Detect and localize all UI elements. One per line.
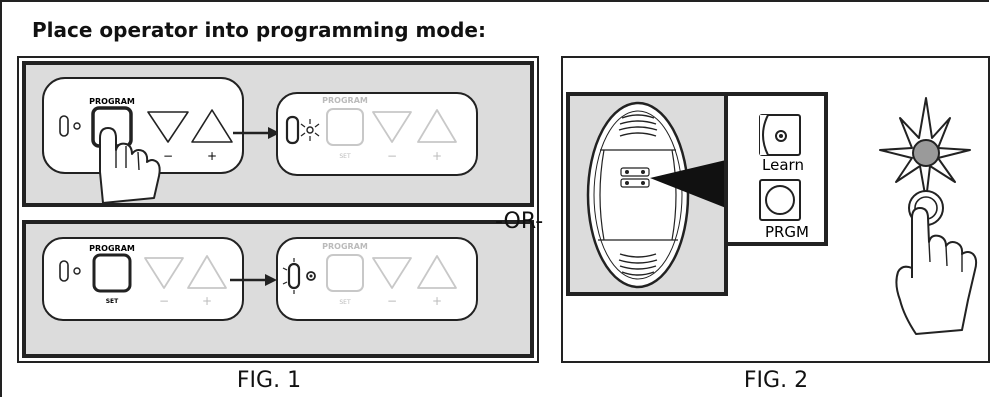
receiver-housing-inner xyxy=(593,110,683,280)
led-dot-icon xyxy=(73,122,81,130)
receiver-housing xyxy=(586,101,690,289)
operator-panel-right xyxy=(276,92,478,176)
fig1-figure: PROGRAM − + PROGRAM SET xyxy=(17,56,539,363)
set-button xyxy=(92,253,132,293)
minus-label-faded: − xyxy=(387,294,397,308)
up-arrow-icon xyxy=(417,255,457,289)
led-window-icon xyxy=(59,260,69,282)
receiver-contour-lines xyxy=(598,149,678,241)
small-button-dot xyxy=(641,181,645,185)
pointing-hand-icon xyxy=(99,127,161,204)
minus-label: − xyxy=(163,149,173,163)
instruction-heading: Place operator into programming mode: xyxy=(32,18,486,42)
up-arrow-icon xyxy=(417,109,457,143)
fig2-figure: Learn PRGM xyxy=(561,56,990,363)
plus-label-faded: + xyxy=(202,294,212,308)
vent-bottom-icon xyxy=(618,253,658,276)
flow-arrow-head xyxy=(268,127,280,139)
set-label: SET xyxy=(106,298,119,305)
down-arrow-icon xyxy=(372,111,412,143)
program-label: PROGRAM xyxy=(89,97,135,106)
learn-label: Learn xyxy=(762,156,804,174)
prgm-button-small xyxy=(620,178,650,188)
learn-button-curve xyxy=(762,114,769,156)
vent-top-icon xyxy=(618,114,658,137)
down-arrow-icon xyxy=(372,257,412,289)
program-label-faded: PROGRAM xyxy=(322,242,368,251)
set-label-faded: SET xyxy=(339,153,351,160)
minus-label-faded: − xyxy=(387,149,397,163)
minus-label-faded: − xyxy=(159,294,169,308)
learn-led-center xyxy=(779,134,783,138)
led-lit-center xyxy=(309,274,313,278)
up-arrow-icon xyxy=(191,109,233,143)
flow-arrow-head xyxy=(265,274,277,286)
program-button-faded xyxy=(326,108,364,146)
set-label-faded: SET xyxy=(339,299,351,306)
led-window-icon xyxy=(59,115,69,137)
led-dot-icon xyxy=(73,267,81,275)
program-label: PROGRAM xyxy=(89,244,135,253)
program-label-faded: PROGRAM xyxy=(322,96,368,105)
fig1-step-press-program: PROGRAM − + PROGRAM SET xyxy=(22,61,534,207)
blink-rays-icon xyxy=(300,119,320,141)
small-button-dot xyxy=(625,170,629,174)
plus-label-faded: + xyxy=(432,149,442,163)
operator-panel-right xyxy=(276,237,478,321)
fig2-caption: FIG. 2 xyxy=(743,368,809,393)
plus-label-faded: + xyxy=(432,294,442,308)
plus-label: + xyxy=(207,149,217,163)
led-window-icon xyxy=(285,115,300,145)
fig1-caption: FIG. 1 xyxy=(236,368,302,393)
prgm-label: PRGM xyxy=(765,223,809,241)
operator-panel-left xyxy=(42,237,244,321)
pointing-hand-icon xyxy=(895,207,978,335)
small-button-dot xyxy=(641,170,645,174)
or-separator: -OR- xyxy=(495,209,544,234)
fig1-step-set: PROGRAM SET − + PROGRAM SET − + xyxy=(22,220,534,358)
small-button-dot xyxy=(625,181,629,185)
blink-rays-icon xyxy=(282,258,295,294)
callout-wedge xyxy=(650,160,726,208)
finger-lines-icon xyxy=(928,241,963,272)
finger-lines-icon xyxy=(115,146,140,171)
led-blinking-icon xyxy=(306,126,314,134)
learn-button-small xyxy=(620,167,650,177)
led-window-icon xyxy=(287,262,301,290)
down-arrow-icon xyxy=(147,111,189,143)
up-arrow-icon xyxy=(187,255,227,289)
program-button-faded xyxy=(326,254,364,292)
prgm-button-ring xyxy=(765,185,795,215)
down-arrow-icon xyxy=(144,257,184,289)
